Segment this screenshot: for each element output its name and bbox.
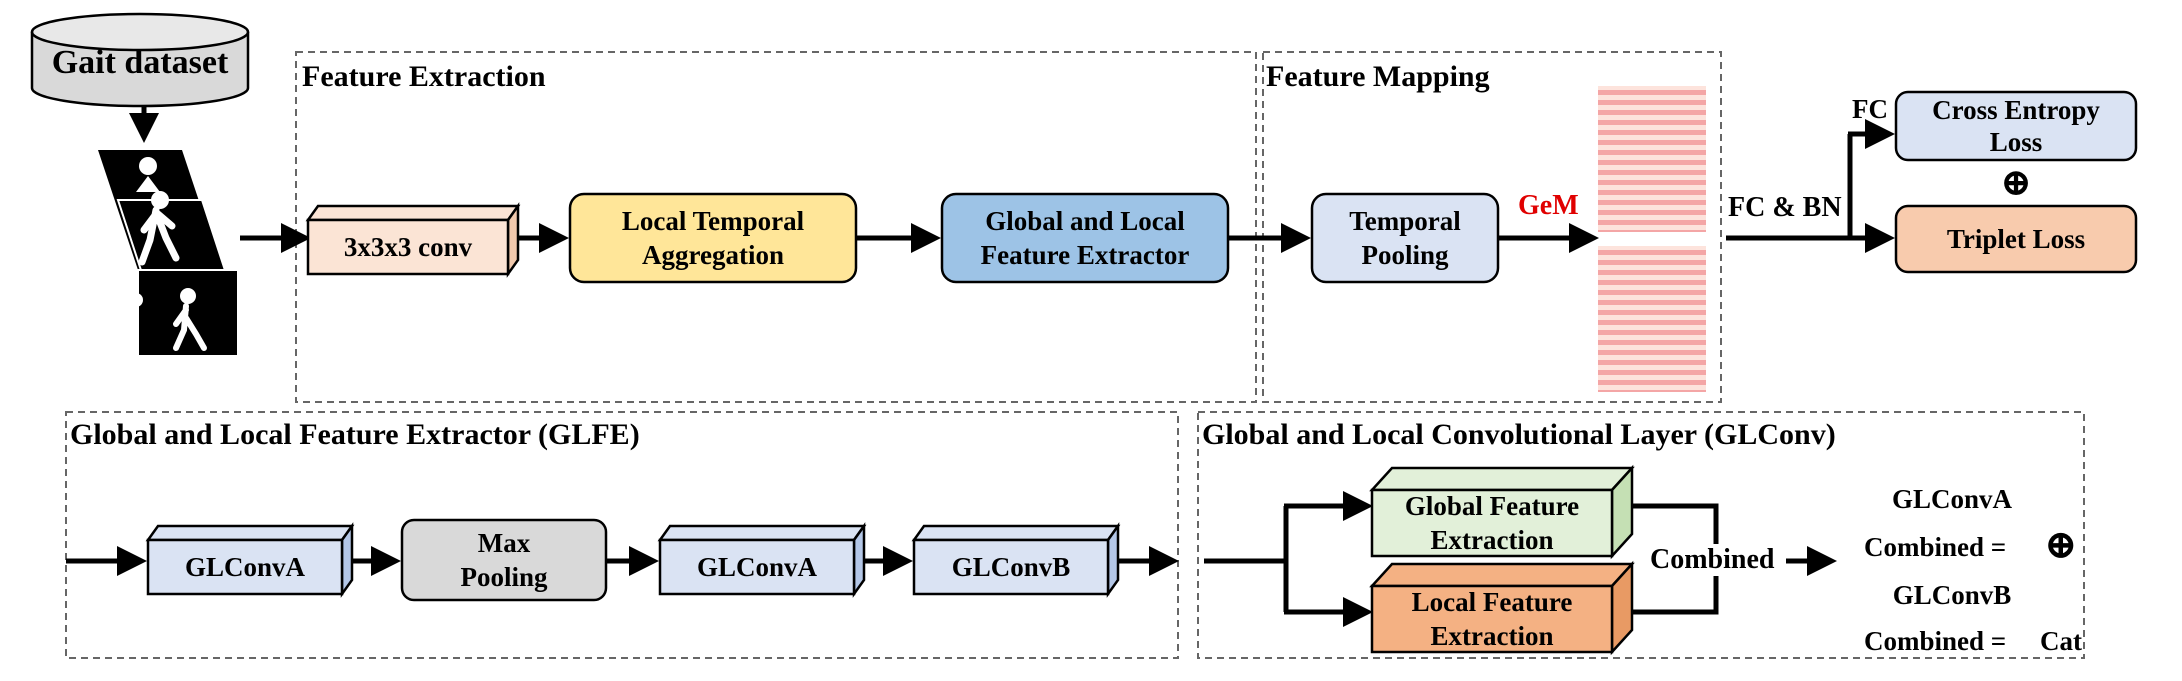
cross-entropy-box (1894, 90, 2138, 162)
lfe-label: Local Feature Extraction (1372, 584, 1612, 654)
glfe-text-line1: Global and Local (985, 206, 1185, 236)
glfe-label: Global and Local Feature Extractor (942, 194, 1228, 282)
max-pooling-label: Max Pooling (402, 520, 606, 600)
feature-strip-top (1598, 86, 1706, 232)
global-feature-extraction-cuboid (1369, 464, 1635, 560)
lfe-text-line1: Local Feature (1411, 587, 1573, 617)
legend-a-oplus: ⊕ (2044, 522, 2078, 567)
glconva-1-text: GLConvA (184, 552, 306, 582)
dataset-label: Gait dataset (51, 44, 229, 81)
gfe-label: Global Feature Extraction (1372, 488, 1612, 558)
legend-b-eq: Combined = (1864, 626, 2007, 656)
legend-a-eq: Combined = (1864, 532, 2007, 562)
tp-text-line2: Pooling (1361, 240, 1449, 270)
glconv-title: Global and Local Convolutional Layer (GL… (1202, 418, 1836, 451)
dataset-cylinder (30, 12, 250, 108)
legend-glconvb: GLConvB (1892, 580, 2012, 610)
fc-label: FC (1852, 94, 1888, 124)
glconva-1-cuboid (145, 522, 355, 598)
oplus-symbol: ⊕ (2000, 162, 2032, 204)
gem-label: GeM (1518, 190, 1579, 221)
glconva-2-label: GLConvA (660, 540, 854, 594)
legend-glconva: GLConvA (1891, 484, 2013, 514)
local-feature-extraction-cuboid (1369, 560, 1635, 656)
gfe-text-line1: Global Feature (1404, 491, 1580, 521)
fc-bn-label: FC & BN (1728, 192, 1842, 223)
legend-b-op: Cat (2040, 626, 2082, 656)
glfe-title: Global and Local Feature Extractor (GLFE… (70, 418, 640, 451)
lta-text-line1: Local Temporal (621, 206, 805, 236)
glconvb-cuboid (911, 522, 1121, 598)
mp-text-line1: Max (477, 528, 531, 558)
conv-cuboid (305, 202, 521, 278)
tp-text-line1: Temporal (1349, 206, 1461, 236)
feature-extraction-title: Feature Extraction (302, 60, 546, 93)
temporal-pooling-label: Temporal Pooling (1312, 194, 1498, 282)
ce-text-line2: Loss (1989, 127, 2043, 157)
triplet-loss-box (1894, 204, 2138, 274)
conv-text: 3x3x3 conv (343, 232, 473, 262)
ce-text-line1: Cross Entropy (1932, 95, 2100, 125)
lfe-text-line2: Extraction (1430, 621, 1554, 651)
combined-label: Combined (1648, 544, 1777, 576)
glconvb-label: GLConvB (914, 540, 1108, 594)
glconva-1-label: GLConvA (148, 540, 342, 594)
glconva-2-cuboid (657, 522, 867, 598)
triplet-loss-label: Triplet Loss (1896, 206, 2136, 272)
lta-label: Local Temporal Aggregation (570, 194, 856, 282)
glconva-2-text: GLConvA (696, 552, 818, 582)
gfe-text-line2: Extraction (1430, 525, 1554, 555)
feature-extraction-frame (295, 51, 1257, 403)
glconvb-text: GLConvB (951, 552, 1071, 582)
glconv-frame (1197, 411, 2085, 659)
mp-text-line2: Pooling (460, 562, 548, 592)
glfe-text-line2: Feature Extractor (980, 240, 1190, 270)
triplet-text: Triplet Loss (1946, 224, 2086, 254)
feature-mapping-frame (1262, 51, 1722, 403)
conv-label: 3x3x3 conv (308, 220, 508, 274)
feature-mapping-title: Feature Mapping (1266, 60, 1490, 93)
glfe-frame (65, 411, 1179, 659)
feature-strip-bottom (1598, 246, 1706, 392)
cross-entropy-label: Cross Entropy Loss (1896, 92, 2136, 160)
gait-silhouette-stack (98, 150, 240, 357)
lta-text-line2: Aggregation (642, 240, 784, 270)
